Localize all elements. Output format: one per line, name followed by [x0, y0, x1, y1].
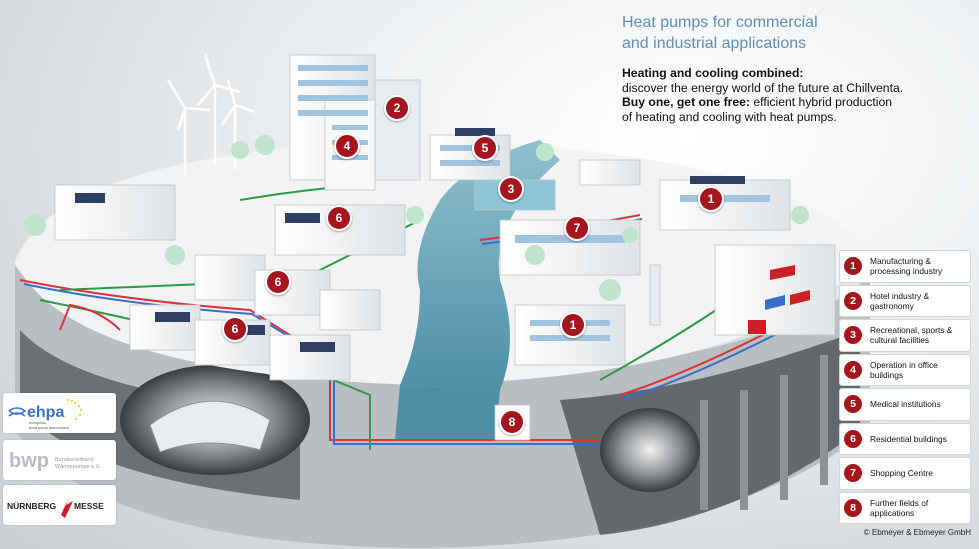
bwp-sub-2: Wärmepumpe e.V. — [55, 464, 101, 470]
legend-number: 4 — [844, 360, 862, 379]
intro-bold-2: Buy one, get one free: — [622, 95, 750, 110]
nuernbergmesse-logo: NÜRNBERG MESSE — [3, 485, 116, 525]
legend-label: Medical institutions — [870, 399, 941, 410]
legend: 1 Manufacturing &processing industry 2 H… — [839, 250, 971, 526]
legend-item-shopping: 7 Shopping Centre — [839, 457, 971, 490]
intro-line-1: discover the energy world of the future … — [622, 80, 904, 95]
marker-manufacturing: 1 — [560, 312, 586, 338]
ehpa-sub-2: heat pump association — [29, 425, 69, 430]
headline: Heat pumps for commercial and industrial… — [622, 12, 962, 54]
legend-label: Hotel industry &gastronomy — [870, 290, 930, 311]
legend-label: Shopping Centre — [870, 468, 933, 479]
legend-label: Recreational, sports &cultural facilitie… — [870, 325, 953, 346]
legend-number: 7 — [844, 464, 862, 483]
legend-number: 1 — [844, 257, 862, 276]
legend-number: 3 — [844, 326, 862, 345]
marker-residential: 6 — [326, 205, 352, 231]
marker-further: 8 — [499, 409, 525, 435]
marker-residential: 6 — [265, 269, 291, 295]
trees — [24, 135, 809, 301]
marker-shopping: 7 — [564, 215, 590, 241]
heat-pump-unit — [748, 320, 766, 334]
marker-recreational: 3 — [498, 176, 524, 202]
ehpa-sub-1: european — [29, 420, 46, 425]
bwp-sub-1: Bundesverband — [55, 457, 94, 463]
legend-label: Residential buildings — [870, 433, 947, 444]
ehpa-wordmark: ehpa — [27, 404, 64, 421]
bwp-logo: bwp Bundesverband Wärmepumpe e.V. — [3, 440, 116, 480]
tunnel-right — [600, 408, 700, 492]
legend-item-recreational: 3 Recreational, sports &cultural facilit… — [839, 319, 971, 352]
intro-bold-1: Heating and cooling combined: — [622, 66, 804, 80]
legend-number: 6 — [844, 429, 862, 448]
marker-medical: 5 — [472, 135, 498, 161]
legend-number: 2 — [844, 291, 862, 310]
legend-item-hotel: 2 Hotel industry &gastronomy — [839, 284, 971, 317]
intro-text: Heating and cooling combined: discover t… — [622, 66, 972, 124]
legend-label: Manufacturing &processing industry — [870, 256, 943, 277]
legend-number: 8 — [844, 498, 862, 517]
headline-line-2: and industrial applications — [622, 35, 807, 52]
solar-panels — [75, 128, 745, 352]
marker-manufacturing: 1 — [698, 186, 724, 212]
marker-hotel: 2 — [384, 95, 410, 121]
legend-number: 5 — [844, 395, 862, 414]
legend-item-manufacturing: 1 Manufacturing &processing industry — [839, 250, 971, 283]
intro-line-3: of heating and cooling with heat pumps. — [622, 109, 837, 124]
bwp-wordmark: bwp — [9, 450, 49, 472]
intro-line-2: efficient hybrid production — [750, 95, 893, 110]
legend-item-residential: 6 Residential buildings — [839, 422, 971, 455]
headline-line-1: Heat pumps for commercial — [622, 14, 818, 31]
ehpa-logo: ehpa european heat pump association — [3, 393, 116, 433]
marker-office: 4 — [334, 133, 360, 159]
train — [149, 400, 271, 453]
wind-turbines — [166, 54, 256, 175]
legend-item-medical: 5 Medical institutions — [839, 388, 971, 421]
marker-residential: 6 — [222, 316, 248, 342]
copyright-credit: © Ebmeyer & Ebmeyer GmbH — [863, 528, 971, 537]
messe-wordmark-right: MESSE — [74, 501, 104, 511]
messe-wordmark-left: NÜRNBERG — [7, 501, 57, 511]
